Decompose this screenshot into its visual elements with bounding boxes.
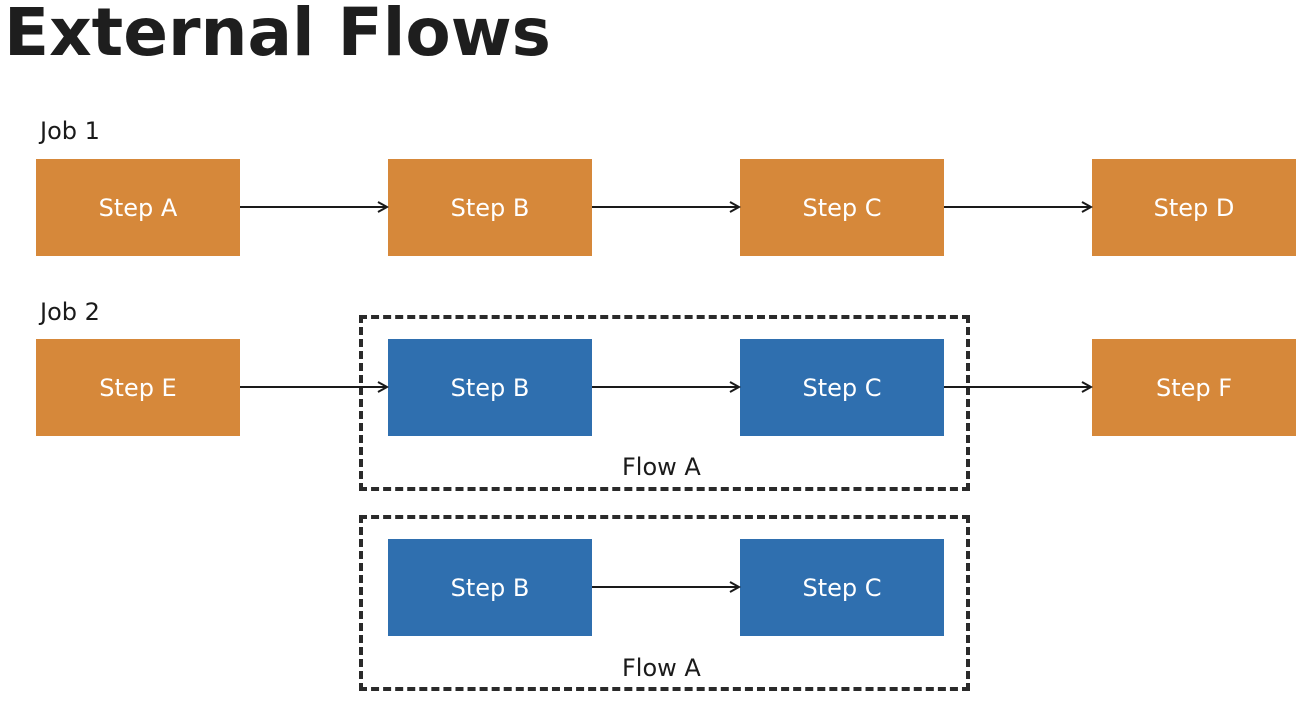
job1-step-d: Step D bbox=[1092, 159, 1296, 256]
job2-step-f: Step F bbox=[1092, 339, 1296, 436]
flow-def-step-b: Step B bbox=[388, 539, 592, 636]
flow-a-label: Flow A bbox=[622, 453, 701, 481]
job2-flow-step-c: Step C bbox=[740, 339, 944, 436]
flow-def-step-c: Step C bbox=[740, 539, 944, 636]
page-title: External Flows bbox=[4, 0, 551, 71]
job2-flow-step-b: Step B bbox=[388, 339, 592, 436]
flow-a-definition-container bbox=[359, 515, 970, 691]
job-2-label: Job 2 bbox=[40, 298, 100, 326]
job1-step-c: Step C bbox=[740, 159, 944, 256]
job2-step-e: Step E bbox=[36, 339, 240, 436]
flow-a-container bbox=[359, 315, 970, 491]
job1-step-b: Step B bbox=[388, 159, 592, 256]
flow-a-definition-label: Flow A bbox=[622, 654, 701, 682]
job1-step-a: Step A bbox=[36, 159, 240, 256]
job-1-label: Job 1 bbox=[40, 117, 100, 145]
